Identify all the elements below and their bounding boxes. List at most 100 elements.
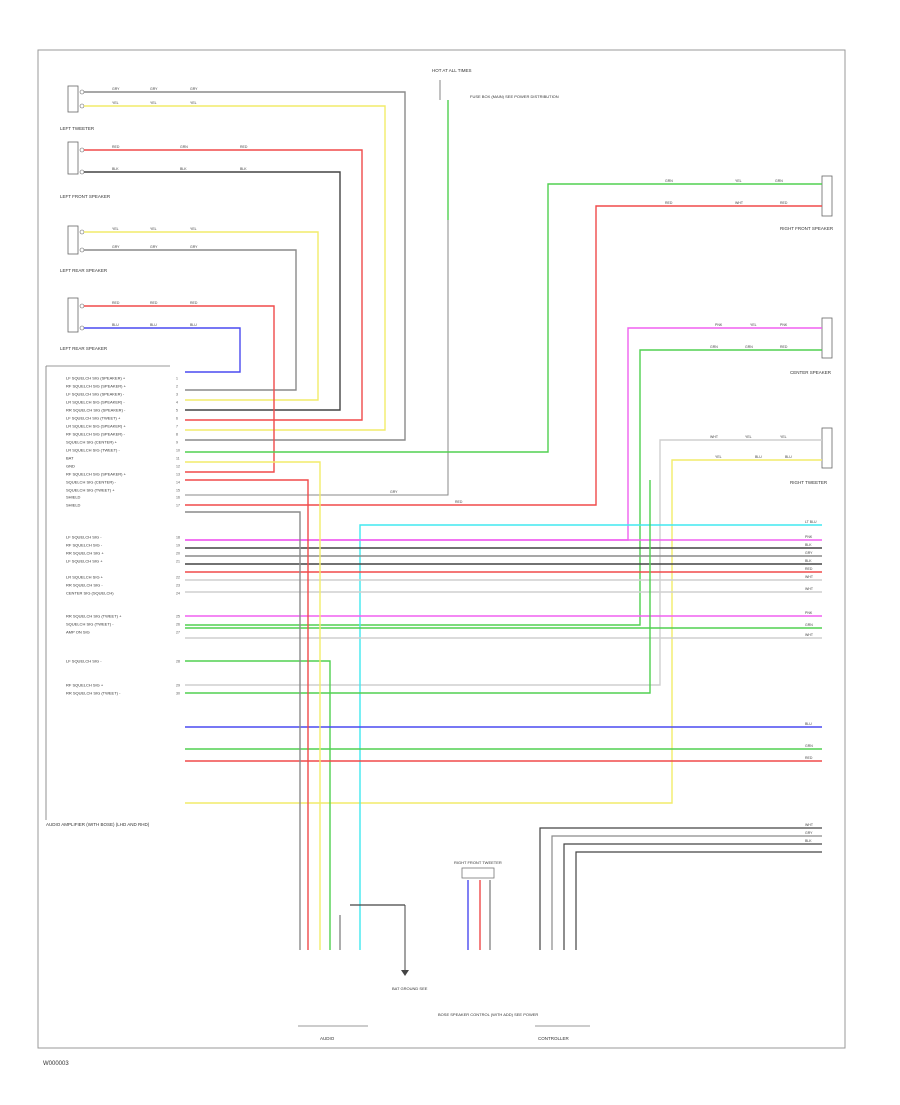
wire-code-green-7: GRN: [180, 145, 188, 149]
audio-amplifier: AUDIO AMPLIFIER (WITH BOSE) (LHD AND RHD…: [45, 365, 180, 827]
wire-hot-feed-down: [185, 220, 449, 496]
wire-layer: [84, 91, 822, 950]
wire-code-blue-21: BLU: [112, 323, 119, 327]
wire-code-red-6: RED: [112, 145, 120, 149]
wire-code-black-58: BLK: [805, 839, 812, 843]
wire-code-green-33: GRN: [710, 345, 718, 349]
amp-pin-label-12: RF SQUELCH SIG (SPEAKER) +: [66, 472, 127, 477]
left-front-speaker-label: LEFT FRONT SPEAKER: [60, 194, 111, 199]
audio-unit-label: AUDIO: [320, 1036, 335, 1041]
wire-center-1: [185, 327, 822, 541]
wire-rf-speaker-2: [185, 205, 822, 506]
amp-pin-number-25: 26: [176, 623, 180, 627]
wire-code-white-36: WHT: [710, 435, 719, 439]
amp-pin-label-26: AMP ON SIG: [66, 630, 90, 635]
amp-pin-number-3: 4: [176, 401, 178, 405]
wire-code-black-11: BLK: [240, 167, 247, 171]
battery-ground-label: BAT GROUND SEE: [392, 986, 428, 991]
left-tweeter-connector: LEFT TWEETER: [60, 85, 95, 131]
left-rear-speaker-label: LEFT REAR SPEAKER: [60, 268, 108, 273]
right-front-speaker-label: RIGHT FRONT SPEAKER: [780, 226, 834, 231]
wire-down-3: [185, 511, 301, 950]
wire-code-black-10: BLK: [180, 167, 187, 171]
hot-feed-label: HOT AT ALL TIMES: [432, 68, 472, 73]
bottom-connectors: AUDIO RIGHT FRONT TWEETER BOSE SPEAKER C…: [298, 860, 590, 1041]
wire-code-green-54: GRN: [805, 744, 813, 748]
right-tweeter-connector: RIGHT TWEETER: [790, 427, 833, 485]
wire-code-black-46: BLK: [805, 559, 812, 563]
wire-code-red-27: RED: [665, 201, 673, 205]
wire-code-gray-1: GRY: [150, 87, 158, 91]
wire-lf-speaker-1: [84, 149, 363, 421]
amp-pin-label-10: BAT: [66, 456, 74, 461]
bose-control-label: BOSE SPEAKER CONTROL (WITH ADD) SEE POWE…: [438, 1012, 538, 1017]
wire-lt-tweeter-2: [84, 105, 386, 431]
amp-pin-number-13: 14: [176, 481, 180, 485]
wire-code-gray-57: GRY: [805, 831, 813, 835]
amp-pin-label-27: LF SQUELCH SIG -: [66, 659, 102, 664]
amp-pin-label-17: LF SQUELCH SIG -: [66, 535, 102, 540]
wire-code-yellow-13: YEL: [150, 227, 157, 231]
wire-center-2: [185, 349, 822, 626]
wire-code-green-34: GRN: [745, 345, 753, 349]
wire-code-gray-16: GRY: [150, 245, 158, 249]
amp-pin-number-9: 10: [176, 449, 180, 453]
amp-pin-number-18: 19: [176, 544, 180, 548]
amp-pin-label-20: LF SQUELCH SIG +: [66, 559, 103, 564]
wire-lr2-speaker-1: [84, 305, 275, 473]
wire-code-gray-15: GRY: [112, 245, 120, 249]
amp-pin-number-23: 24: [176, 592, 180, 596]
amp-pin-label-29: RR SQUELCH SIG (TWEET) -: [66, 691, 121, 696]
diagram-footer-code: W000003: [43, 1061, 69, 1067]
diagram-frame: [37, 49, 846, 1049]
amp-pin-label-6: LR SQUELCH SIG (SPEAKER) +: [66, 424, 126, 429]
wire-code-red-19: RED: [150, 301, 158, 305]
amp-pin-label-15: SHIELD: [66, 495, 81, 500]
wire-code-blue-23: BLU: [190, 323, 197, 327]
wire-code-red-47: RED: [805, 567, 813, 571]
amp-pin-label-0: LF SQUELCH SIG (SPEAKER) +: [66, 376, 126, 381]
amp-pin-label-8: SQUELCH SIG (CENTER) +: [66, 440, 118, 445]
wire-code-pink-32: PNK: [780, 323, 788, 327]
wire-lf-speaker-2: [84, 171, 341, 411]
wire-code-red-60: RED: [455, 500, 463, 504]
wire-br-3: [563, 843, 822, 950]
wire-lr-speaker-1: [84, 231, 319, 401]
wire-code-green-51: GRN: [805, 623, 813, 627]
wire-code-yellow-39: YEL: [715, 455, 722, 459]
wire-lt-tweeter-1: [84, 91, 406, 441]
wire-code-blue-40: BLU: [755, 455, 762, 459]
amp-pin-label-16: SHIELD: [66, 503, 81, 508]
wire-code-black-9: BLK: [112, 167, 119, 171]
wire-code-pink-30: PNK: [715, 323, 723, 327]
amp-pin-label-11: GND: [66, 464, 75, 469]
amp-pin-label-14: SQUELCH SIG (TWEET) +: [66, 488, 115, 493]
amp-pin-number-21: 22: [176, 576, 180, 580]
amp-pin-label-23: CENTER SIG (SQUELCH): [66, 591, 114, 596]
wire-code-green-24: GRN: [665, 179, 673, 183]
wire-code-yellow-12: YEL: [112, 227, 119, 231]
amp-pin-number-12: 13: [176, 473, 180, 477]
amp-pin-label-4: RR SQUELCH SIG (SPEAKER) -: [66, 408, 126, 413]
wire-code-red-29: RED: [780, 201, 788, 205]
amp-pin-number-11: 12: [176, 465, 180, 469]
amp-pin-number-22: 23: [176, 584, 180, 588]
wire-br-4: [575, 851, 822, 950]
amplifier-label: AUDIO AMPLIFIER (WITH BOSE) (LHD AND RHD…: [46, 822, 150, 827]
wire-code-yellow-25: YEL: [735, 179, 742, 183]
wire-code-blue-53: BLU: [805, 722, 812, 726]
amp-pin-number-8: 9: [176, 441, 178, 445]
amp-pin-number-16: 17: [176, 504, 180, 508]
wire-code-white-48: WHT: [805, 575, 814, 579]
wire-cyan-row: [359, 524, 822, 950]
amp-pin-number-4: 5: [176, 409, 178, 413]
wire-lr2-speaker-2: [84, 327, 241, 373]
amp-pin-label-3: LR SQUELCH SIG (SPEAKER) -: [66, 400, 125, 405]
amp-pin-number-14: 15: [176, 489, 180, 493]
amp-pin-label-24: RR SQUELCH SIG (TWEET) +: [66, 614, 122, 619]
right-tweeter-label: RIGHT TWEETER: [790, 480, 828, 485]
wire-code-pink-50: PNK: [805, 611, 813, 615]
wire-br-1: [539, 827, 822, 950]
